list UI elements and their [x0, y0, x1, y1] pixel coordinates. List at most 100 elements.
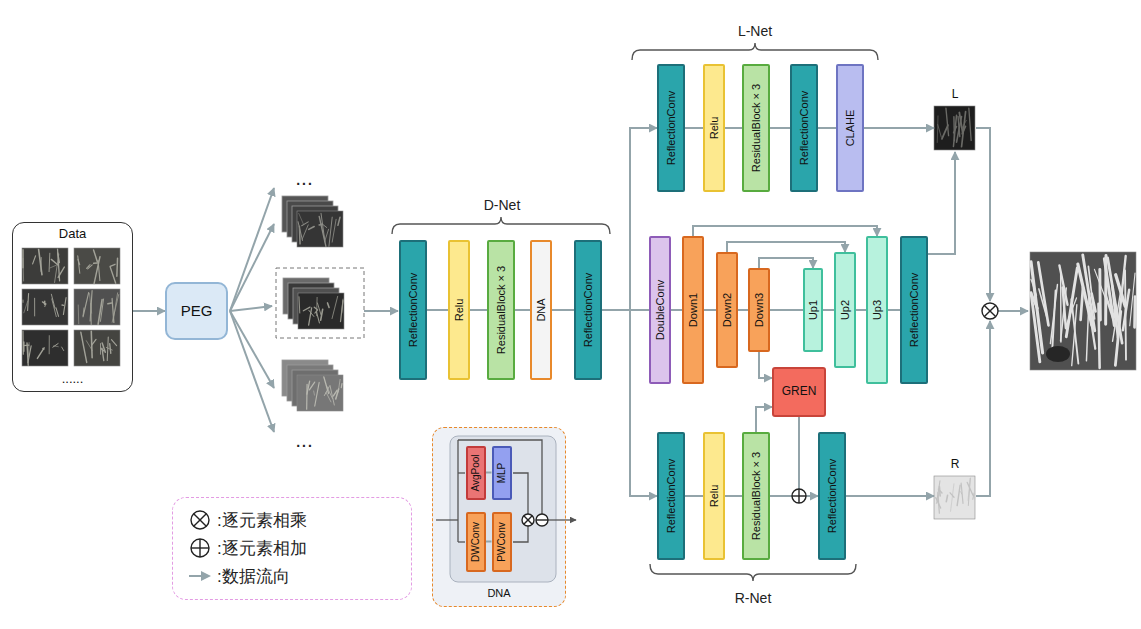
grass-stroke: [333, 390, 337, 396]
photo: [934, 106, 975, 150]
grass-stroke: [962, 126, 965, 133]
node-label: ......: [62, 372, 84, 387]
photo-frame: [22, 248, 68, 284]
wire: [513, 526, 528, 542]
grass-stroke: [1116, 275, 1126, 306]
grass-stroke: [1133, 296, 1136, 327]
wire: [458, 472, 465, 473]
grass-stroke: [1130, 273, 1135, 326]
grass-stroke: [969, 108, 971, 140]
operator-stroke: [194, 514, 207, 527]
grass-stroke: [299, 213, 304, 224]
connector: [515, 309, 530, 311]
layer-block: MLP: [492, 446, 512, 500]
layer-block: ReflectionConv: [657, 432, 685, 560]
node-label: DWConv: [470, 521, 482, 561]
photo: [74, 330, 120, 366]
operator-circle: [522, 514, 534, 526]
multiply-symbol: [982, 303, 998, 319]
node-label: Relu: [708, 117, 721, 140]
node-label: MLP: [496, 462, 508, 483]
grass-stroke: [27, 343, 28, 365]
wire: [458, 440, 542, 514]
grass-stroke: [53, 344, 58, 348]
grass-stroke: [100, 344, 101, 355]
layer-block: ReflectionConv: [657, 64, 685, 192]
grass-stroke: [329, 217, 332, 246]
grass-stroke: [111, 340, 116, 346]
connector: [888, 309, 900, 311]
legend-arrowhead: [201, 571, 211, 581]
node-label: Relu: [708, 485, 721, 508]
grass-stroke: [1094, 269, 1106, 301]
grass-stroke: [303, 307, 310, 311]
grass-stroke: [324, 387, 329, 396]
grass-stroke: [1063, 288, 1066, 329]
grass-stroke: [306, 384, 308, 409]
layer-block: Up2: [834, 252, 856, 368]
photo: [22, 289, 68, 325]
legend-arrow-line: [189, 575, 203, 577]
node-label: L: [952, 88, 959, 102]
layer-block: DNA: [530, 240, 552, 380]
operator-stroke: [536, 519, 548, 520]
grass-stroke: [23, 258, 25, 281]
photo-frame: [74, 330, 120, 366]
grass-stroke: [23, 300, 24, 302]
photo: [22, 330, 68, 366]
grass-stroke: [1061, 288, 1067, 341]
grass-stroke: [942, 125, 948, 139]
layer-block: Relu: [703, 64, 725, 192]
photo: [298, 293, 344, 329]
operator-stroke: [524, 516, 532, 524]
grass-stroke: [116, 258, 118, 276]
flow-arrow: [364, 310, 398, 312]
grass-stroke: [324, 377, 329, 394]
grass-stroke: [50, 265, 56, 268]
grass-stroke: [1081, 287, 1083, 320]
grass-stroke: [87, 265, 91, 269]
photo: [22, 248, 68, 284]
grass-stroke: [307, 381, 310, 394]
flow-arrow: [976, 128, 990, 301]
flow-arrow: [230, 306, 272, 311]
grass-stroke: [342, 299, 343, 313]
grass-stroke: [946, 495, 947, 501]
grass-stroke: [42, 302, 45, 304]
node-label: Data: [59, 227, 86, 242]
flow-arrow: [230, 311, 274, 432]
connector: [470, 309, 487, 311]
photo-frame: [297, 375, 343, 411]
node-label: R: [951, 458, 960, 472]
image-node: R: [934, 458, 976, 520]
grass-stroke: [1114, 310, 1117, 318]
grass-stroke: [49, 336, 50, 354]
photo-frame: [934, 476, 975, 519]
connector: [759, 258, 813, 268]
photo-frame: [22, 330, 68, 366]
node-label: Relu: [453, 299, 466, 322]
grass-stroke: [34, 298, 35, 316]
node-label: PWConv: [496, 522, 508, 561]
grass-stroke: [1115, 311, 1120, 365]
node-label: DoubleConv: [654, 280, 667, 341]
connector: [671, 309, 682, 311]
operator-stroke: [194, 514, 207, 527]
selection-frame: [276, 268, 364, 338]
grass-stroke: [309, 382, 314, 390]
wire: [513, 473, 528, 514]
connector: [685, 127, 703, 129]
grass-stroke: [112, 299, 114, 323]
connector: [704, 309, 716, 311]
grass-stroke: [78, 259, 80, 264]
grass-stroke: [58, 249, 60, 281]
operator-stroke: [798, 489, 799, 503]
grass-stroke: [62, 347, 64, 351]
node-label: ReflectionConv: [582, 273, 595, 348]
grass-stroke: [1038, 262, 1048, 325]
grass-stroke: [49, 253, 51, 271]
grass-stroke: [62, 304, 63, 306]
connector: [928, 152, 955, 254]
grass-stroke: [52, 299, 57, 317]
grass-stroke: [317, 303, 321, 315]
